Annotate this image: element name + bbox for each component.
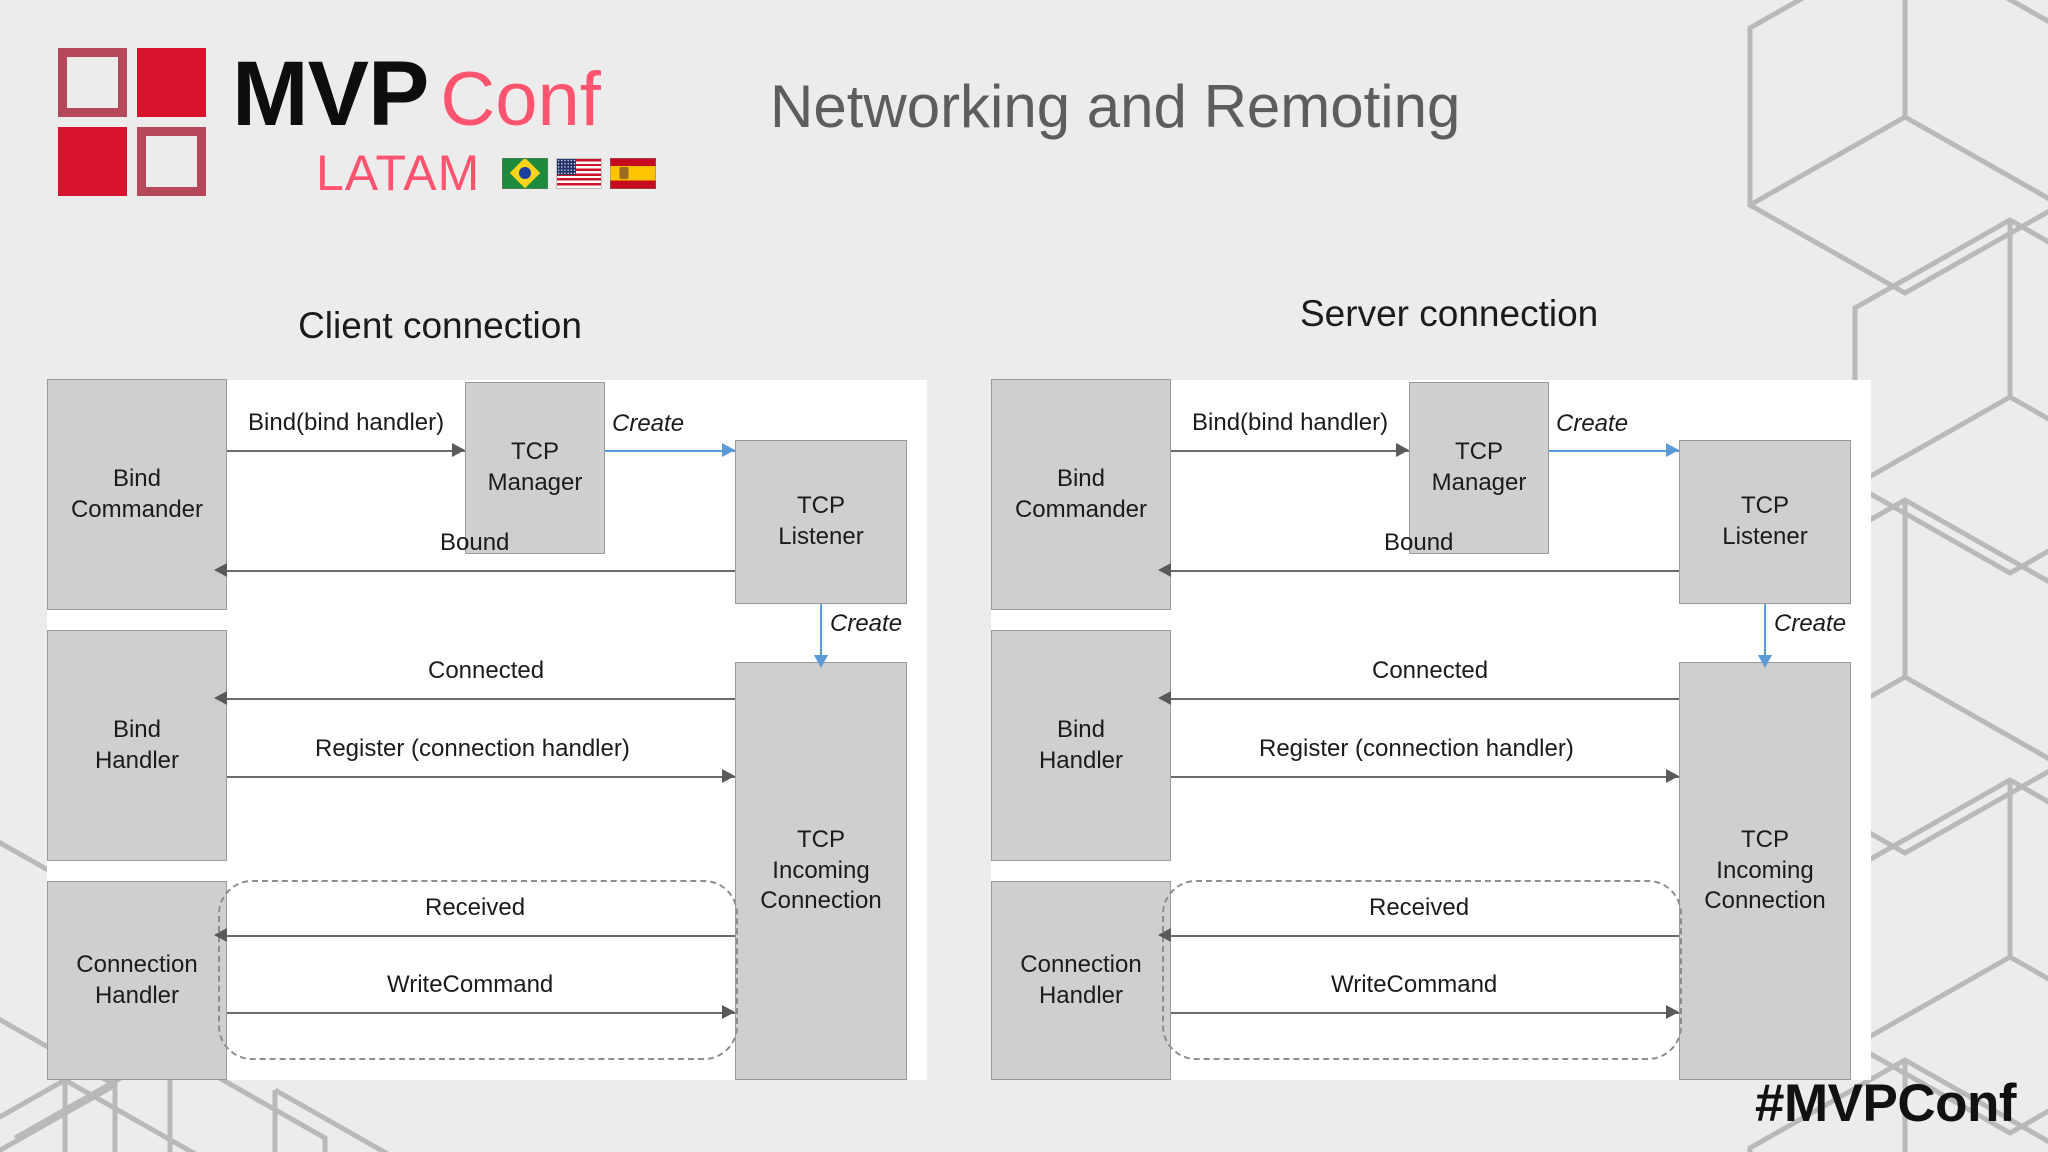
logo-square-bottom-right [137, 127, 206, 196]
message-line-create-incoming-server [1764, 604, 1766, 662]
event-hashtag: #MVPConf [1755, 1074, 2017, 1133]
flag-brazil-icon [502, 157, 549, 189]
message-arrowhead-register-server [1666, 769, 1679, 783]
message-label-writecommand-client: WriteCommand [387, 971, 554, 998]
message-line-connected-client [227, 698, 735, 700]
message-line-received-server [1171, 935, 1679, 937]
message-line-register-server [1171, 776, 1679, 778]
language-flags [502, 157, 657, 189]
message-label-connected-server: Connected [1372, 657, 1489, 684]
message-arrowhead-received-client [214, 928, 227, 942]
logo-conf-text: Conf [440, 57, 601, 142]
message-arrowhead-bind-server [1396, 443, 1409, 457]
message-label-create-incoming-server: Create [1774, 610, 1847, 637]
message-arrowhead-writecommand-client [722, 1005, 735, 1019]
message-label-bound-server: Bound [1384, 529, 1454, 556]
interaction-fragment-box-server [1162, 880, 1682, 1060]
message-arrowhead-writecommand-server [1666, 1005, 1679, 1019]
message-line-bound-client [227, 570, 735, 572]
message-line-create-listener-server [1549, 450, 1679, 452]
logo-square-top-left [58, 48, 127, 117]
message-arrowhead-bound-client [214, 563, 227, 577]
flag-usa-icon [556, 157, 603, 189]
message-line-writecommand-server [1171, 1012, 1679, 1014]
message-line-connected-server [1171, 698, 1679, 700]
message-line-bind-server [1171, 450, 1409, 452]
page-title: Networking and Remoting [770, 73, 1461, 140]
logo-square-top-right [137, 48, 206, 117]
message-arrowhead-create-listener-server [1666, 443, 1679, 457]
logo-latam-text: LATAM [316, 145, 481, 201]
logo-mvp-text: MVP [232, 43, 429, 145]
message-line-bind-client [227, 450, 465, 452]
message-arrowhead-bound-server [1158, 563, 1171, 577]
message-arrowhead-create-incoming-server [1758, 655, 1772, 668]
mvpconf-logo: MVP Conf LATAM [58, 43, 657, 202]
message-label-bind-server: Bind(bind handler) [1192, 409, 1389, 436]
message-line-create-listener-client [605, 450, 735, 452]
message-line-received-client [227, 935, 735, 937]
message-arrowhead-create-incoming-client [814, 655, 828, 668]
message-arrowhead-connected-client [214, 691, 227, 705]
message-label-create-incoming-client: Create [830, 610, 903, 637]
message-label-writecommand-server: WriteCommand [1331, 971, 1498, 998]
message-line-writecommand-client [227, 1012, 735, 1014]
message-label-bound-client: Bound [440, 529, 510, 556]
message-label-bind-client: Bind(bind handler) [248, 409, 445, 436]
message-line-create-incoming-client [820, 604, 822, 662]
interaction-fragment-box-client [218, 880, 738, 1060]
message-label-register-server: Register (connection handler) [1259, 735, 1574, 762]
message-label-received-client: Received [425, 894, 526, 921]
diagram-title-server: Server connection [1300, 293, 1599, 334]
message-line-bound-server [1171, 570, 1679, 572]
logo-wordmark: MVP Conf LATAM [232, 43, 657, 202]
message-arrowhead-bind-client [452, 443, 465, 457]
slide-header: MVP Conf LATAM Networking and [0, 0, 2048, 230]
message-label-connected-client: Connected [428, 657, 545, 684]
logo-mark [58, 48, 206, 196]
message-arrowhead-received-server [1158, 928, 1171, 942]
logo-square-bottom-left [58, 127, 127, 196]
diagram-title-client: Client connection [298, 305, 582, 346]
message-line-register-client [227, 776, 735, 778]
message-label-create-listener-client: Create [612, 410, 685, 437]
message-arrowhead-register-client [722, 769, 735, 783]
message-label-create-listener-server: Create [1556, 410, 1629, 437]
flag-spain-icon [610, 157, 657, 189]
message-label-register-client: Register (connection handler) [315, 735, 630, 762]
message-arrowhead-connected-server [1158, 691, 1171, 705]
message-arrowhead-create-listener-client [722, 443, 735, 457]
message-label-received-server: Received [1369, 894, 1470, 921]
